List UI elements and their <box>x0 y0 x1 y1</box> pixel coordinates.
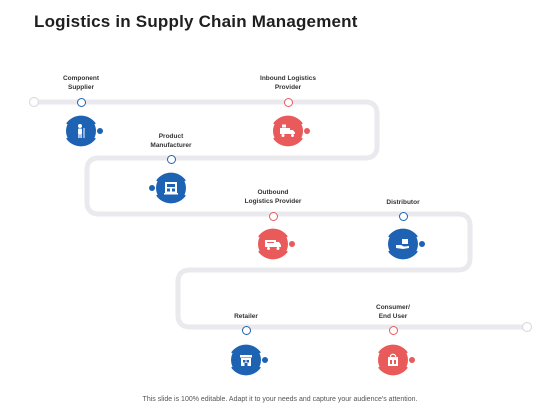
node-dot <box>398 211 408 221</box>
path-start-dot <box>28 96 40 108</box>
node-badge <box>388 229 418 259</box>
node-dot <box>388 325 398 335</box>
node-badge <box>66 116 96 146</box>
node-marker <box>419 241 425 247</box>
hand-package-icon <box>396 239 409 249</box>
footer-note: This slide is 100% editable. Adapt it to… <box>142 396 418 403</box>
worker-icon <box>78 124 85 138</box>
node-marker <box>409 357 415 363</box>
node-dot <box>268 211 278 221</box>
factory-box-icon <box>164 182 178 195</box>
node-badge <box>231 345 261 375</box>
delivery-truck-icon <box>280 124 295 137</box>
node-badge <box>273 116 303 146</box>
truck-icon <box>265 240 281 250</box>
node-badge <box>378 345 408 375</box>
store-icon <box>240 355 252 366</box>
node-dot <box>166 154 176 164</box>
node-label: Retailer <box>234 313 258 320</box>
node-badge <box>258 229 288 259</box>
node-label: Consumer/End User <box>376 304 410 320</box>
node-marker <box>149 185 155 191</box>
node-marker <box>262 357 268 363</box>
slide-title: Logistics in Supply Chain Management <box>34 12 358 31</box>
node-marker <box>304 128 310 134</box>
node-badge <box>156 173 186 203</box>
node-dot <box>76 97 86 107</box>
node-marker <box>97 128 103 134</box>
node-label: Distributor <box>386 199 420 206</box>
node-dot <box>241 325 251 335</box>
node-dot <box>283 97 293 107</box>
shopping-icon <box>388 353 398 366</box>
node-marker <box>289 241 295 247</box>
path-end-dot <box>521 321 533 333</box>
